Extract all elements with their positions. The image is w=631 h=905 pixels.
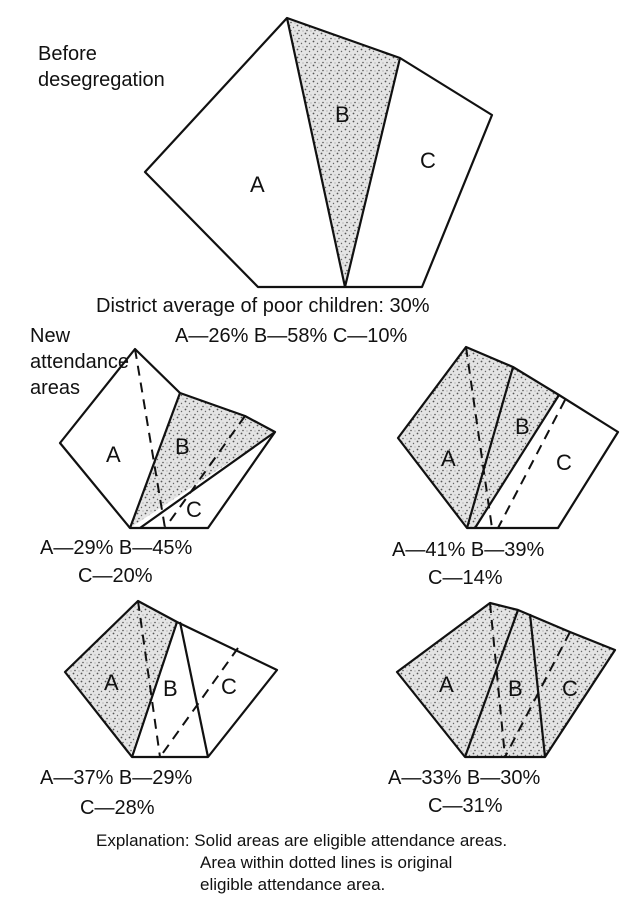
panel-4-boundary-ab bbox=[463, 609, 520, 758]
panel-3-label-a: A bbox=[104, 670, 119, 695]
panel-3-caption-line2: C—28% bbox=[80, 797, 155, 819]
panel-3-label-c: C bbox=[221, 674, 237, 699]
panel-4-map bbox=[395, 601, 617, 759]
new-areas-title-line3: areas bbox=[30, 377, 80, 399]
panel-2-region-a-shade bbox=[398, 347, 513, 528]
panel-2-caption-line1: A—41% B—39% bbox=[392, 539, 545, 561]
panel-1-label-b: B bbox=[175, 434, 190, 459]
panel-2-label-c: C bbox=[556, 450, 572, 475]
panel-1-region-b-shade bbox=[130, 393, 275, 528]
panel-2-map bbox=[396, 345, 620, 530]
panel-4-original-line-1 bbox=[489, 602, 506, 758]
explanation-line2: Area within dotted lines is original bbox=[200, 853, 452, 872]
panel-2-district-outline bbox=[396, 345, 620, 530]
panel-2-label-a: A bbox=[441, 446, 456, 471]
before-label-a: A bbox=[250, 172, 265, 197]
panel-1-caption-line2: C—20% bbox=[78, 565, 153, 587]
panel-3-label-b: B bbox=[163, 676, 178, 701]
panel-3-map bbox=[63, 599, 279, 759]
before-label-b: B bbox=[335, 102, 350, 127]
panel-4-boundary-bc bbox=[528, 613, 547, 758]
panel-2-label-b: B bbox=[515, 414, 530, 439]
panel-4-label-c: C bbox=[562, 676, 578, 701]
panel-4-caption-line1: A—33% B—30% bbox=[388, 767, 541, 789]
panel-2-caption-line2: C—14% bbox=[428, 567, 503, 589]
panel-1-boundary-bc bbox=[139, 431, 276, 529]
before-boundary-ab bbox=[285, 17, 347, 288]
panel-3-original-line-1 bbox=[137, 600, 161, 758]
before-title-line2: desegregation bbox=[38, 69, 165, 91]
panel-4-label-b: B bbox=[508, 676, 523, 701]
before-label-c: C bbox=[420, 148, 436, 173]
panel-1-label-c: C bbox=[186, 497, 202, 522]
before-caption-line2: A—26% B—58% C—10% bbox=[175, 325, 408, 347]
before-map bbox=[143, 16, 494, 289]
panel-1-caption-line1: A—29% B—45% bbox=[40, 537, 193, 559]
panel-1-original-line-1 bbox=[134, 348, 166, 529]
panel-4-original-line-2 bbox=[504, 631, 571, 758]
new-areas-title-line2: attendance bbox=[30, 351, 129, 373]
panel-4-label-a: A bbox=[439, 672, 454, 697]
panel-3-caption-line1: A—37% B—29% bbox=[40, 767, 193, 789]
before-caption-line1: District average of poor children: 30% bbox=[96, 295, 430, 317]
panel-3-boundary-ab bbox=[130, 621, 179, 758]
panel-3-boundary-bc bbox=[178, 621, 210, 758]
panel-1-original-line-2 bbox=[164, 415, 246, 529]
new-areas-title-line1: New bbox=[30, 325, 71, 347]
panel-1-label-a: A bbox=[106, 442, 121, 467]
before-boundary-bc bbox=[343, 57, 402, 288]
explanation-line3: eligible attendance area. bbox=[200, 875, 385, 894]
panel-2-original-line-1 bbox=[465, 346, 493, 529]
panel-4-district-outline bbox=[395, 601, 617, 759]
explanation-line1: Explanation: Solid areas are eligible at… bbox=[96, 831, 507, 850]
panel-2-boundary-ab bbox=[465, 366, 515, 529]
panel-4-caption-line2: C—31% bbox=[428, 795, 503, 817]
panel-1-district-outline bbox=[58, 347, 277, 530]
panel-4-district-shade bbox=[397, 603, 615, 757]
before-title-line1: Before bbox=[38, 43, 97, 65]
panel-3-original-line-2 bbox=[159, 647, 239, 758]
panel-1-map bbox=[58, 347, 277, 530]
panel-2-region-b-shade bbox=[467, 367, 559, 528]
panel-3-region-a-shade bbox=[65, 601, 177, 757]
before-region-b-shade bbox=[287, 18, 400, 287]
panel-2-original-line-2 bbox=[497, 399, 566, 529]
panel-1-boundary-ab bbox=[128, 392, 182, 529]
